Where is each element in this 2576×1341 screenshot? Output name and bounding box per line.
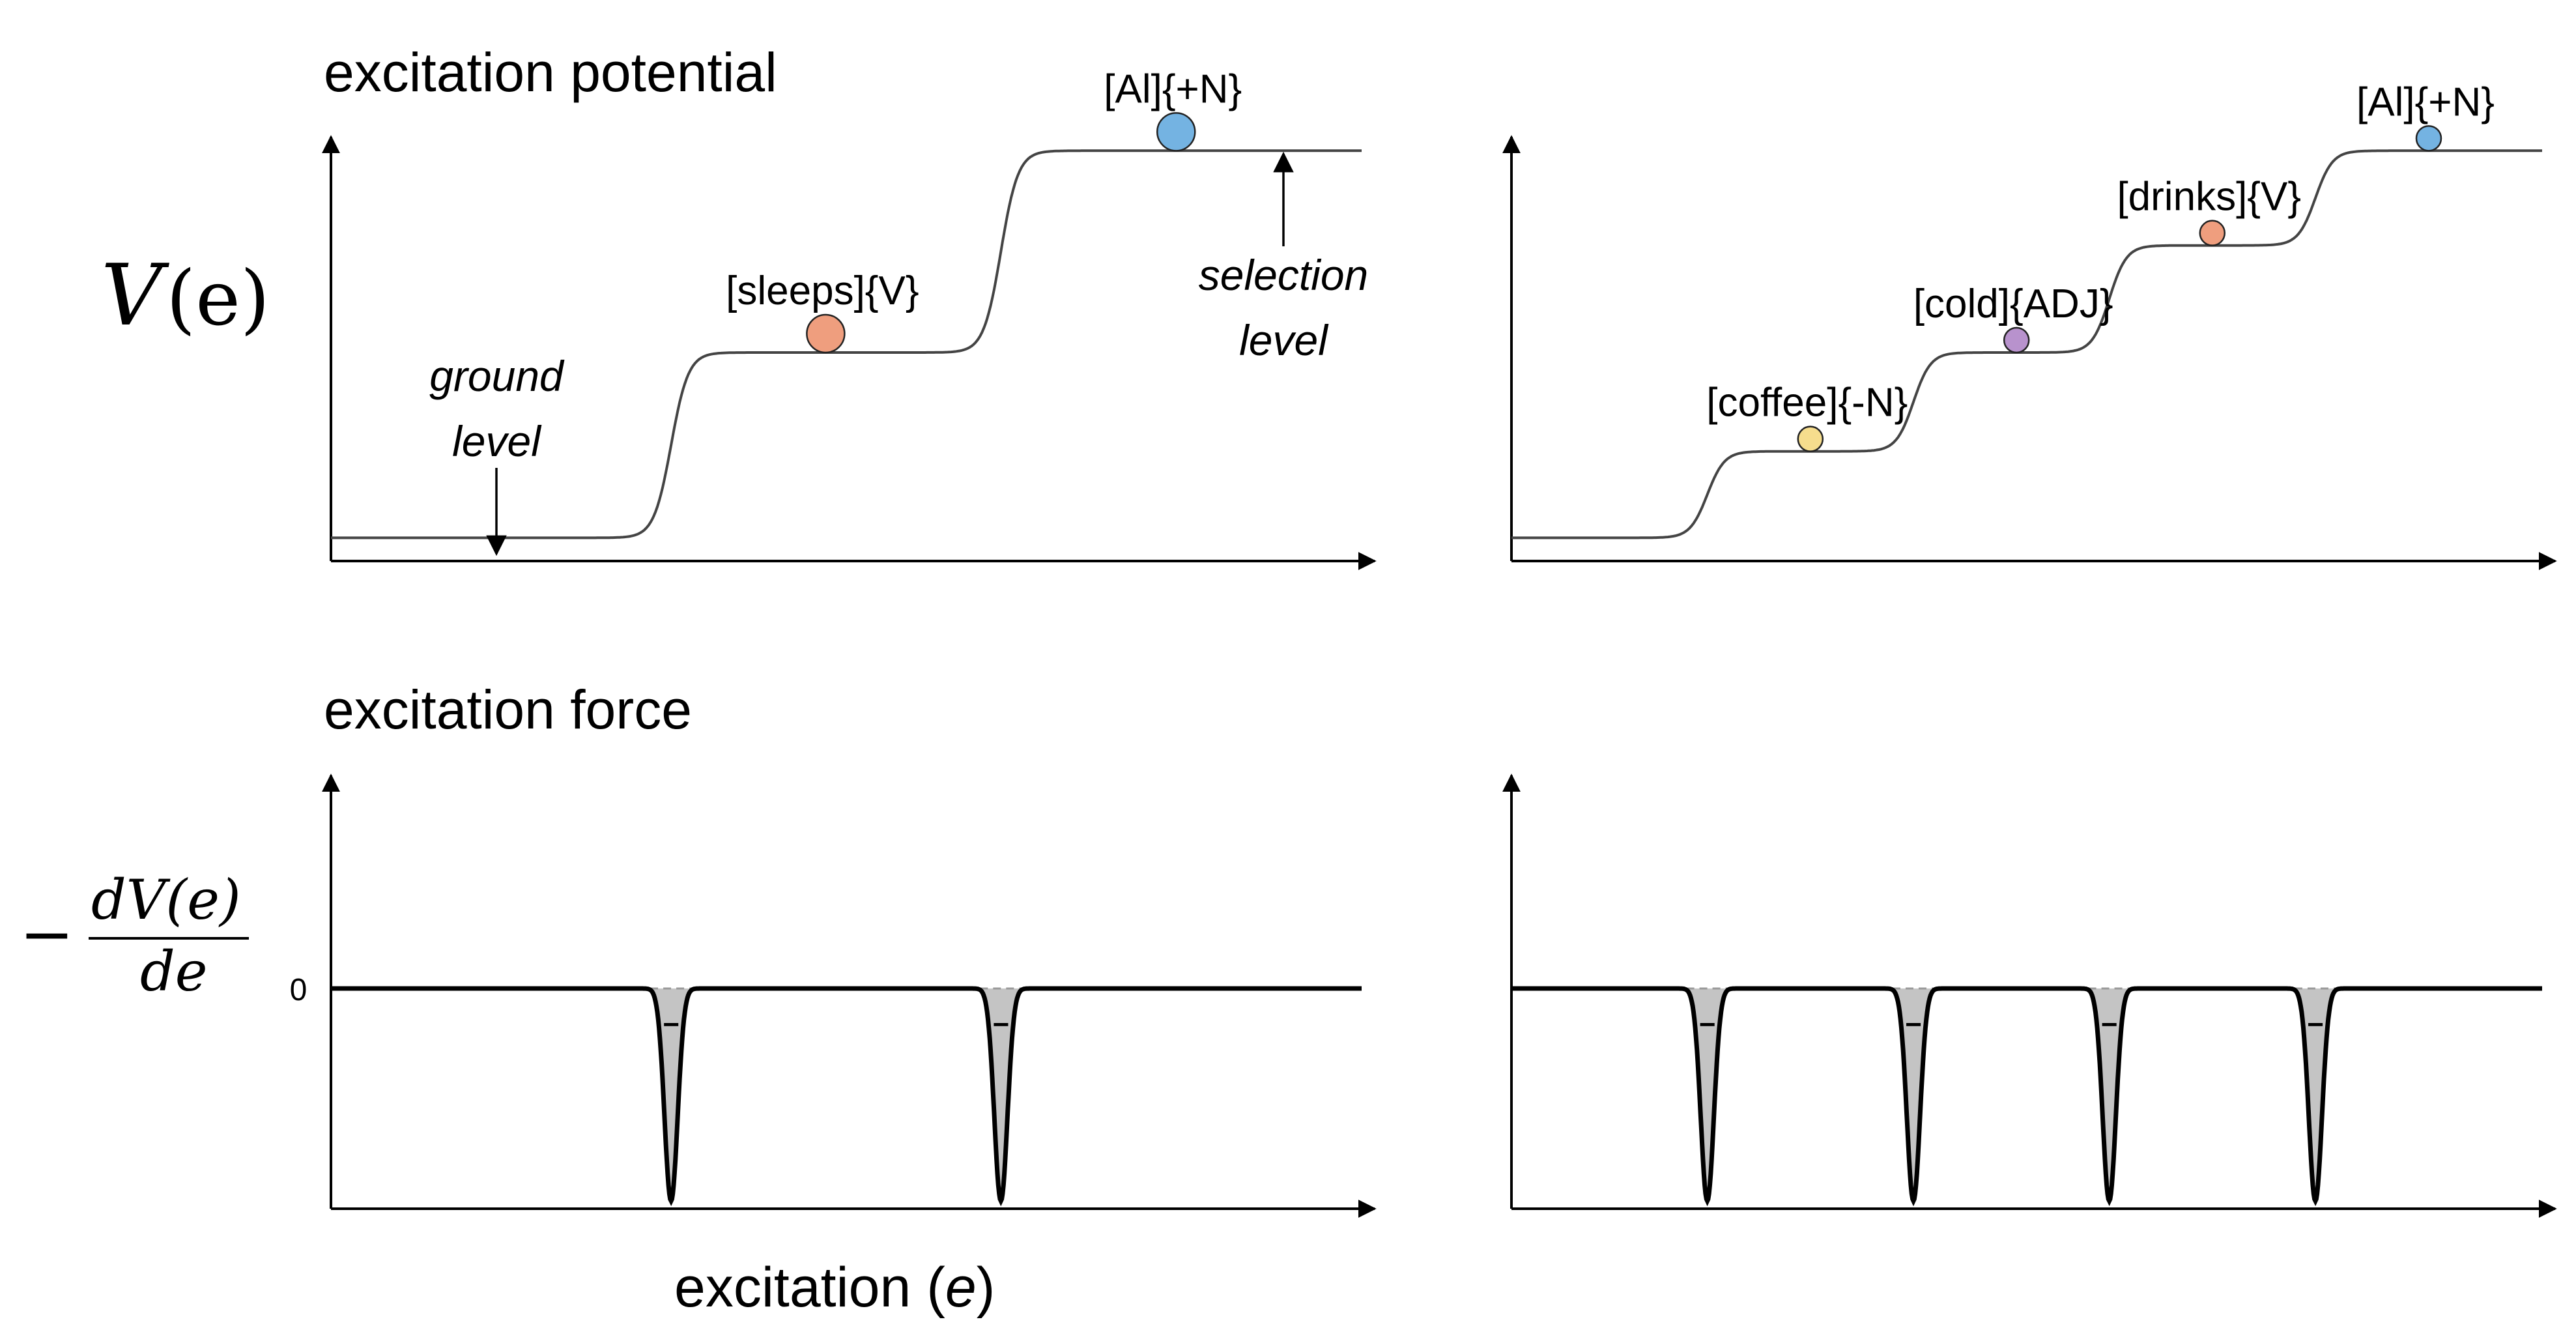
ground-level-text-line1: ground xyxy=(429,352,565,400)
x-axis-label-prefix: excitation ( xyxy=(674,1256,945,1319)
potential-curve xyxy=(1511,149,2542,540)
negative-sign-label: − xyxy=(1699,1009,1716,1041)
negative-sign-label: − xyxy=(663,1009,680,1041)
negative-sign-label: − xyxy=(1905,1009,1922,1041)
potential-title: excitation potential xyxy=(324,42,777,103)
potential-axis-label-main: V xyxy=(101,246,169,345)
state-marker xyxy=(2199,220,2226,246)
potential-axis-label: V (e) xyxy=(101,246,270,345)
state-marker-label: [cold]{ADJ} xyxy=(1913,281,2113,326)
x-axis-label-suffix: ) xyxy=(977,1256,995,1319)
force-well-shading xyxy=(2063,988,2156,1201)
potential-panel-left: [sleeps]{V} [Al]{+N} xyxy=(322,66,1377,570)
selection-level-text-line2: level xyxy=(1239,316,1329,364)
force-axis-label-denominator: de xyxy=(140,940,207,1003)
negative-sign-label: − xyxy=(2307,1009,2324,1041)
force-well-shading xyxy=(2268,988,2362,1201)
force-title: excitation force xyxy=(324,679,692,740)
ground-level-annotation: ground level xyxy=(429,352,565,556)
state-marker xyxy=(806,313,846,354)
state-marker xyxy=(1797,425,1824,452)
potential-curve xyxy=(331,149,1362,540)
x-axis-label-var: e xyxy=(945,1256,977,1319)
potential-panel-right: [coffee]{-N} [cold]{ADJ} [drinks]{V} [Al]{+… xyxy=(1502,79,2557,570)
selection-level-text-line1: selection xyxy=(1199,251,1369,299)
negative-sign-label: − xyxy=(2101,1009,2118,1041)
force-panel-right: −−−− xyxy=(1502,773,2557,1218)
state-marker xyxy=(2003,326,2030,354)
state-marker-label: [coffee]{-N} xyxy=(1706,381,1908,425)
force-axis-label-numerator: dV(e) xyxy=(91,868,241,932)
selection-level-annotation: selection level xyxy=(1199,151,1369,364)
state-marker xyxy=(2415,125,2442,152)
x-axis-label: excitation (e) xyxy=(674,1256,995,1319)
state-marker-label: [Al]{+N} xyxy=(1104,66,1242,111)
force-curve xyxy=(331,986,1362,1207)
force-well-shading xyxy=(1867,988,1960,1201)
state-marker-label: [Al]{+N} xyxy=(2356,79,2495,124)
state-marker xyxy=(1156,112,1196,152)
force-well-shading xyxy=(954,988,1048,1201)
negative-sign-label: − xyxy=(992,1009,1009,1041)
state-marker-label: [drinks]{V} xyxy=(2117,175,2301,220)
zero-tick-label: 0 xyxy=(290,973,308,1007)
force-well-shading xyxy=(624,988,718,1201)
force-panel-left: − − 0 xyxy=(290,773,1377,1218)
force-curve xyxy=(1511,986,2542,1207)
state-marker-label: [sleeps]{V} xyxy=(726,268,919,313)
force-well-shading xyxy=(1661,988,1754,1201)
force-axis-label: − dV(e) de xyxy=(20,868,249,1003)
potential-axis-label-arg: (e) xyxy=(166,255,270,343)
ground-level-text-line2: level xyxy=(452,417,542,465)
force-axis-label-minus: − xyxy=(20,896,74,972)
